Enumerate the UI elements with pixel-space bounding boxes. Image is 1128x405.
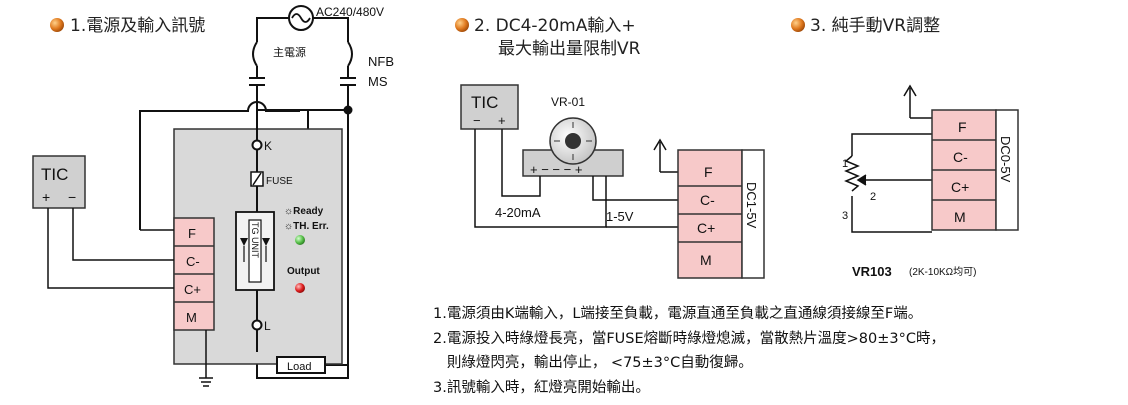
terminal-k-icon <box>251 139 263 151</box>
section3-terminal-block <box>931 109 1019 231</box>
ac-source-icon <box>288 5 314 31</box>
ms-label: MS <box>368 74 388 89</box>
section2-title-line2: 最大輸出量限制VR <box>498 39 641 59</box>
tic-minus-label: − <box>68 189 76 205</box>
section1-terminal-block <box>173 217 215 331</box>
tic-minus-label: − <box>473 113 481 128</box>
tg-unit-label: TG UNIT <box>250 222 260 258</box>
l-label: L <box>264 319 271 333</box>
pin-1-label: 1 <box>842 158 848 170</box>
thyristor-right-icon <box>262 238 270 246</box>
load-label: Load <box>287 361 311 373</box>
note-2: 2.電源投入時綠燈長亮，當FUSE熔斷時綠燈熄滅，當散熱片溫度>80±3°C時， <box>433 330 946 347</box>
terminal-c-minus-label: C- <box>953 149 968 165</box>
nfb-label: NFB <box>368 54 394 69</box>
note-3: 3.訊號輸入時，紅燈亮開始輸出。 <box>433 379 650 396</box>
th-err-label: ☼TH. Err. <box>284 221 329 232</box>
thyristor-left-icon <box>240 238 248 246</box>
terminal-m-label: M <box>954 209 966 225</box>
load-box <box>276 356 326 374</box>
signal-wires <box>47 208 213 387</box>
output-label: Output <box>287 266 320 277</box>
side-voltage-label: DC0-5V <box>998 136 1013 183</box>
section2-terminal-block <box>677 149 765 279</box>
vr-range-note: (2K-10KΩ均可) <box>909 266 977 278</box>
terminal-c-minus-label: C- <box>700 192 715 208</box>
section3-wires <box>844 84 932 233</box>
vr-model-label: VR103 <box>852 264 892 279</box>
section2-title-line1: 2. DC4-20mA輸入+ <box>474 16 636 36</box>
terminal-m-label: M <box>186 310 197 325</box>
pin-2-label: 2 <box>870 191 876 203</box>
terminal-c-plus-label: C+ <box>697 220 715 236</box>
terminal-c-plus-label: C+ <box>184 282 201 297</box>
section1: 1.電源及輸入訊號 AC240/480V 主電源 NFB MS <box>32 5 394 387</box>
output-signal-label: 1-5V <box>606 209 634 224</box>
side-voltage-label: DC1-5V <box>744 182 759 229</box>
tic-label: TIC <box>41 165 68 184</box>
vr-dial-icon <box>522 117 624 177</box>
terminal-l-icon <box>251 319 263 331</box>
terminal-f-label: F <box>704 164 713 180</box>
tic-label: TIC <box>471 93 498 112</box>
tg-unit-block <box>235 211 275 291</box>
vr-label: VR-01 <box>551 95 585 109</box>
terminal-f-label: F <box>188 226 196 241</box>
output-led-icon <box>295 283 305 293</box>
tic-box <box>32 155 86 209</box>
section2-wires <box>474 129 678 228</box>
terminal-c-minus-label: C- <box>186 254 200 269</box>
section2: 2. DC4-20mA輸入+ 最大輸出量限制VR TIC − + VR-01 +… <box>455 16 765 279</box>
bullet-icon <box>455 18 469 32</box>
tic-plus-label: + <box>498 113 506 128</box>
terminal-m-label: M <box>700 252 712 268</box>
fuse-label: FUSE <box>266 176 293 187</box>
ready-led-icon <box>295 235 305 245</box>
terminal-c-plus-label: C+ <box>951 179 969 195</box>
note-1: 1.電源須由K端輸入，L端接至負載，電源直通至負載之直通線須接線至F端。 <box>433 306 923 322</box>
breaker-right-icon <box>347 41 353 67</box>
bullet-icon <box>791 18 805 32</box>
k-label: K <box>264 139 272 153</box>
input-signal-label: 4-20mA <box>495 205 541 220</box>
tic-box <box>460 84 519 130</box>
bullet-icon <box>50 18 64 32</box>
main-power-label: 主電源 <box>273 45 306 59</box>
section1-title: 1.電源及輸入訊號 <box>70 16 205 36</box>
ready-label: ☼Ready <box>284 206 324 217</box>
section3: 3. 純手動VR調整 1 2 3 F C- C+ M DC0-5V VR103 … <box>791 16 1019 279</box>
ac-voltage-label: AC240/480V <box>316 5 384 19</box>
vr-pin-signs: + − − − + <box>530 162 582 177</box>
terminal-f-label: F <box>958 119 967 135</box>
note-2-continued: 則綠燈閃亮，輸出停止， <75±3°C自動復歸。 <box>433 355 753 371</box>
section3-title: 3. 純手動VR調整 <box>810 16 940 36</box>
breaker-left-icon <box>252 41 258 67</box>
pin-3-label: 3 <box>842 210 848 222</box>
tic-plus-label: + <box>42 189 50 205</box>
notes-list: 1.電源須由K端輸入，L端接至負載，電源直通至負載之直通線須接線至F端。 2.電… <box>433 302 1123 400</box>
resistor-icon <box>844 155 860 192</box>
